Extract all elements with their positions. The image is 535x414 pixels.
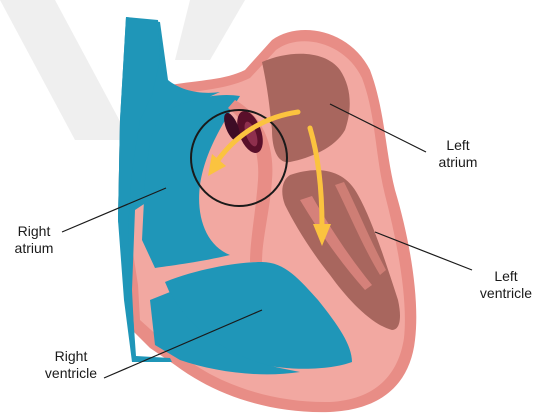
label-left-atrium: Left atrium [428,137,488,171]
label-right-ventricle: Right ventricle [36,348,106,382]
label-left-ventricle: Left ventricle [466,268,535,302]
label-right-ventricle-line1: Right [36,348,106,365]
watermark-stroke-right [175,0,245,60]
label-right-atrium-line2: atrium [4,240,64,257]
label-left-atrium-line1: Left [428,137,488,154]
label-right-atrium-line1: Right [4,223,64,240]
watermark-stroke-left [0,0,130,140]
label-right-ventricle-line2: ventricle [36,365,106,382]
label-left-atrium-line2: atrium [428,154,488,171]
label-right-atrium: Right atrium [4,223,64,257]
label-left-ventricle-line2: ventricle [466,285,535,302]
label-left-ventricle-line1: Left [466,268,535,285]
